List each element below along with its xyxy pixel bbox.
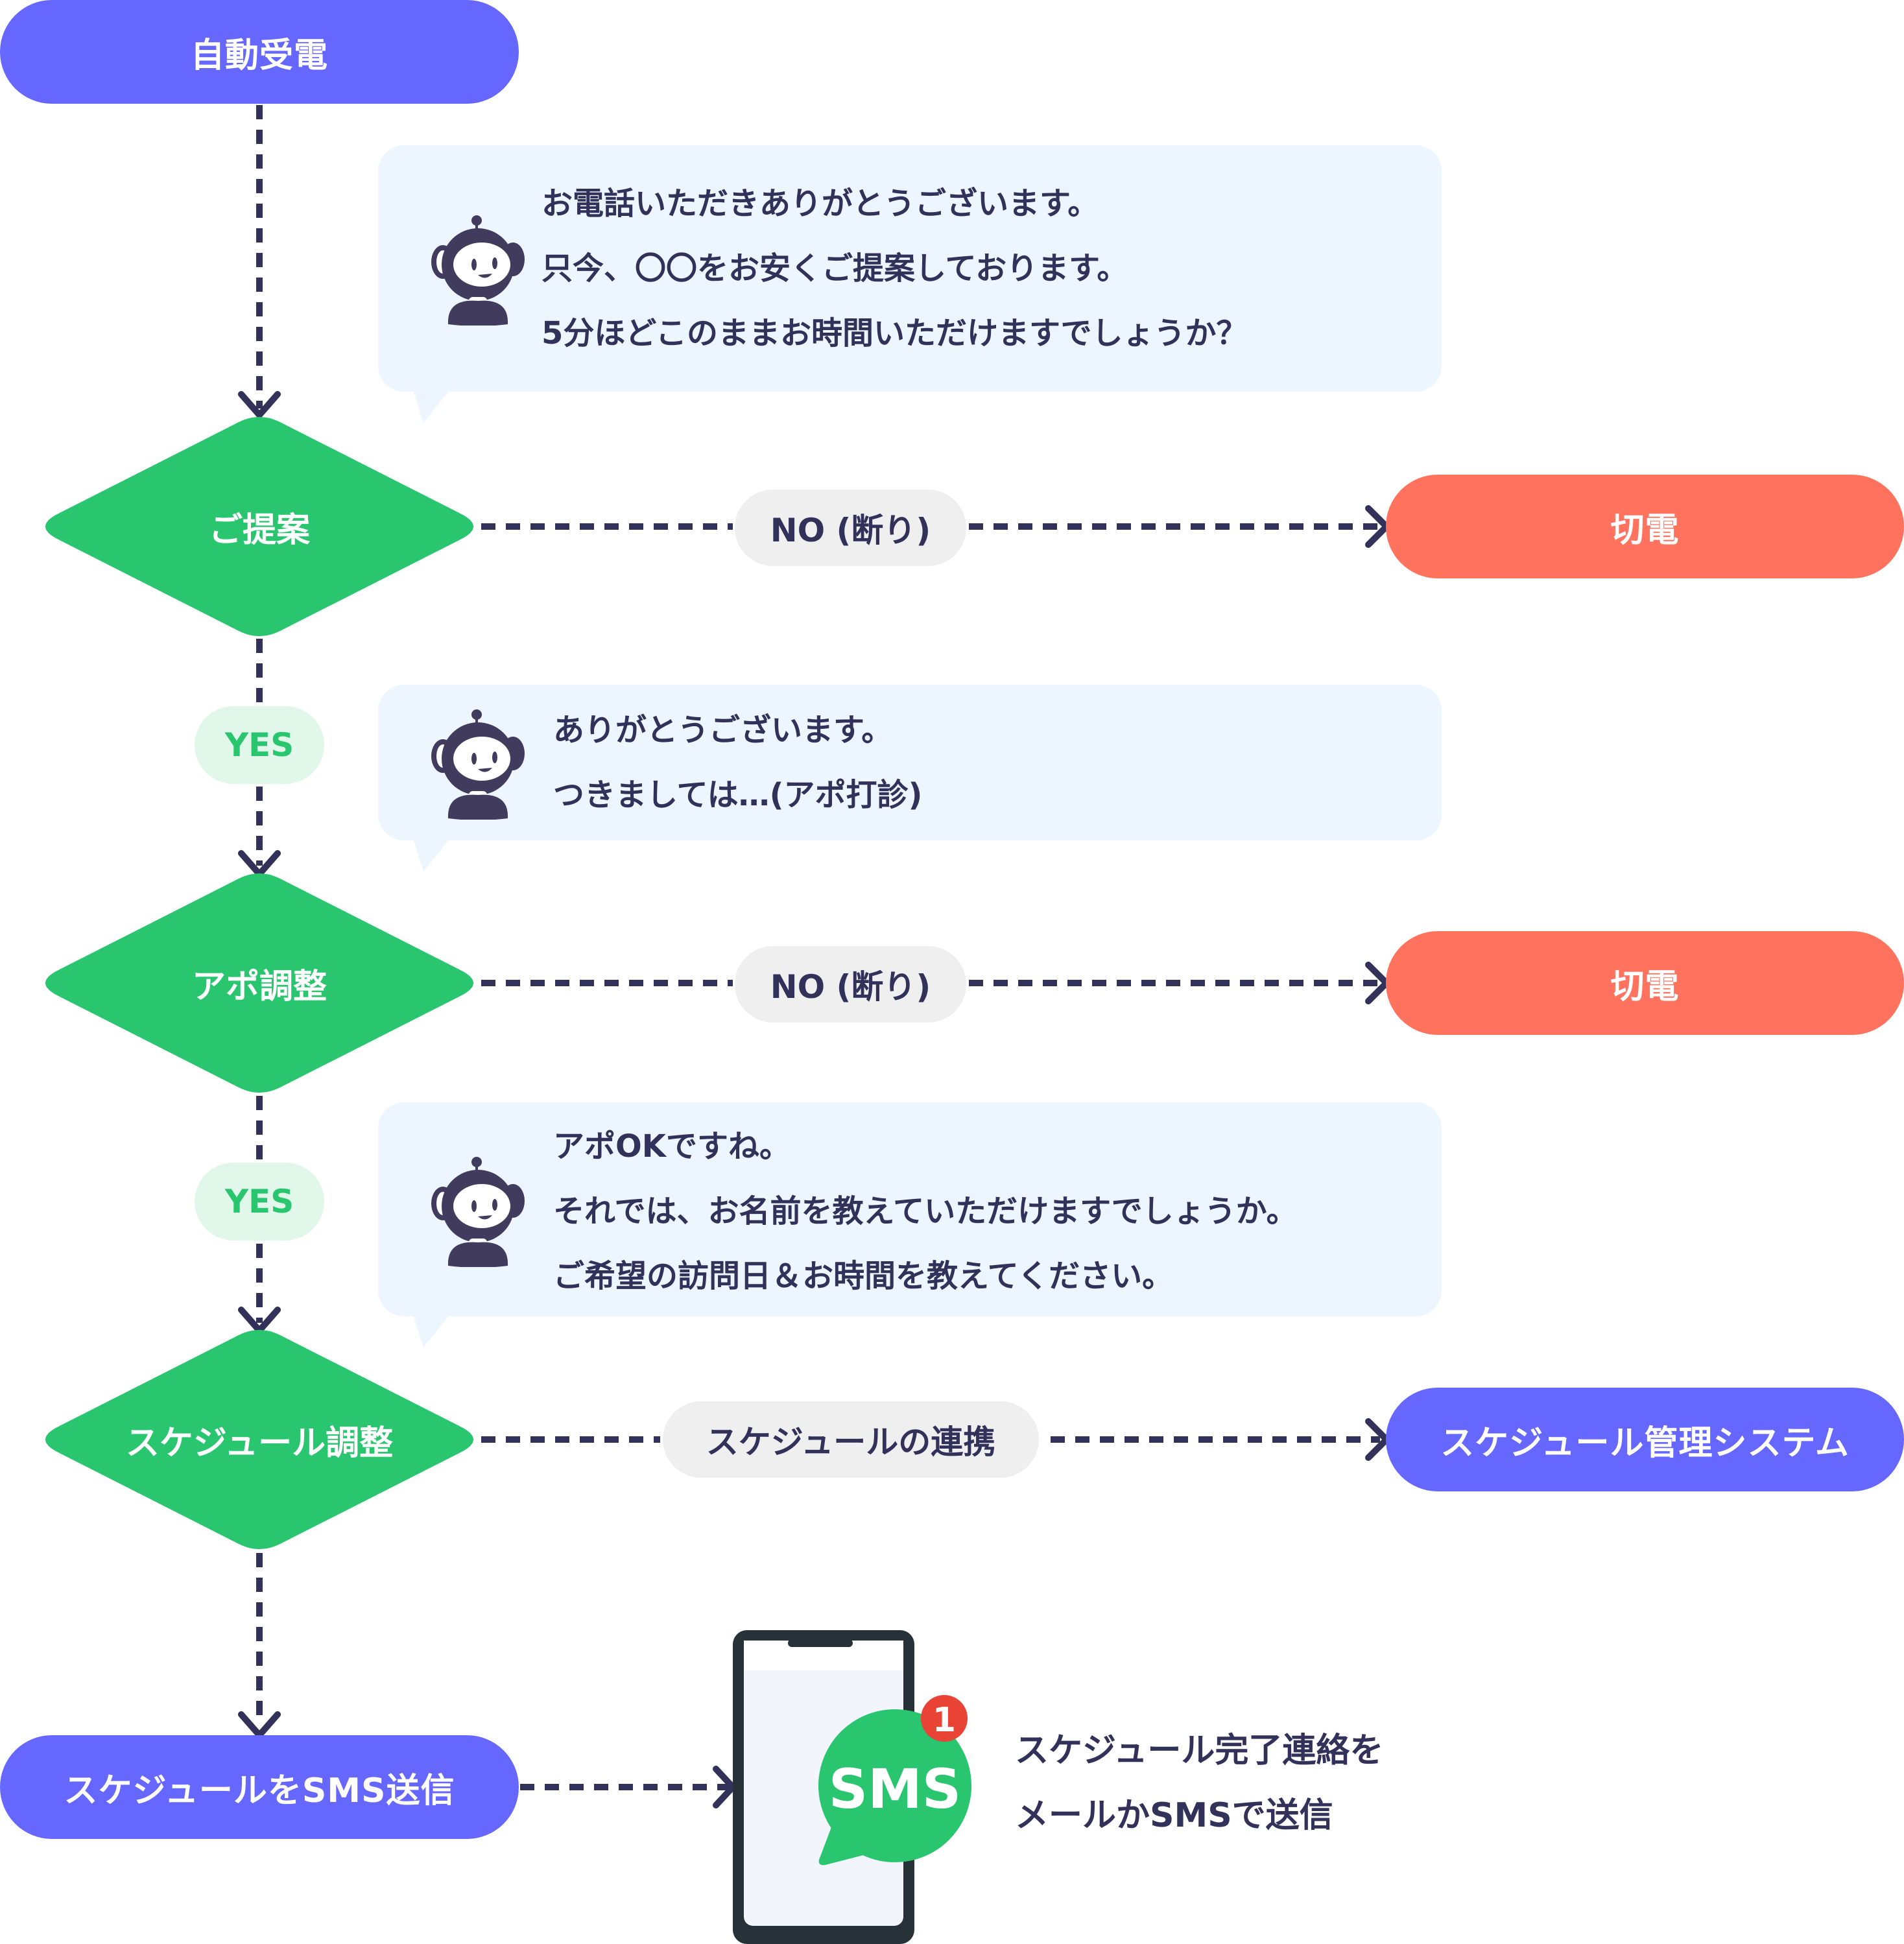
yes-label-1: YES (195, 706, 324, 784)
decision-shape (45, 873, 473, 1093)
phone-notch (788, 1639, 853, 1647)
speech-bubble-2: ありがとうございます。 つきましては…(アポ打診) (378, 685, 1442, 840)
robot-icon (431, 215, 525, 326)
arrowhead-down (238, 1711, 281, 1738)
end-node-hang-up-1: 切電 (1386, 475, 1904, 578)
decision-appointment: アポ調整 (39, 873, 480, 1093)
decision-schedule: スケジュール調整 (39, 1329, 480, 1550)
bubble-2-line-2: つきましては…(アポ打診) (553, 777, 923, 813)
decision-shape (45, 417, 473, 636)
branch-label-text: スケジュールの連携 (706, 1423, 996, 1461)
decision-label: ご提案 (208, 510, 310, 550)
speech-bubble-3: アポOKですね。 それでは、お名前を教えていただけますでしょうか。 ご希望の訪問… (378, 1102, 1442, 1316)
notification-badge: 1 (921, 1695, 968, 1742)
branch-label-schedule-link: スケジュールの連携 (663, 1401, 1039, 1478)
decision-shape (45, 1330, 473, 1549)
bubble-1-line-1: お電話いただきありがとうございます。 (541, 185, 1099, 222)
start-node-auto-answer: 自動受電 (0, 0, 519, 104)
phone-sms-illustration: SMS 1 (733, 1630, 971, 1944)
sms-icon-text: SMS (829, 1757, 962, 1821)
schedule-system-node: スケジュール管理システム (1386, 1388, 1904, 1491)
bubble-3-line-1: アポOKですね。 (553, 1128, 791, 1165)
sms-send-label: スケジュールをSMS送信 (64, 1771, 455, 1810)
end-node-label: 切電 (1610, 967, 1680, 1006)
badge-count: 1 (933, 1701, 956, 1740)
arrowhead-down (238, 391, 281, 418)
schedule-system-label: スケジュール管理システム (1440, 1423, 1850, 1463)
bubble-1-line-3: 5分ほどこのままお時間いただけますでしょうか？ (541, 315, 1248, 351)
yes-label-2: YES (195, 1163, 324, 1240)
decision-proposal: ご提案 (39, 416, 480, 637)
decision-label: スケジュール調整 (125, 1423, 394, 1463)
speech-bubble-1: お電話いただきありがとうございます。 只今、〇〇をお安くご提案しております。 5… (378, 145, 1442, 392)
bubble-3-line-3: ご希望の訪問日＆お時間を教えてください。 (553, 1258, 1174, 1294)
yes-text: YES (224, 1183, 294, 1220)
branch-label-no-2: NO (断り) (735, 946, 966, 1023)
branch-label-text: NO (断り) (770, 968, 931, 1006)
bubble-1-line-2: 只今、〇〇をお安くご提案しております。 (541, 250, 1128, 287)
bubble-3-line-2: それでは、お名前を教えていただけますでしょうか。 (553, 1193, 1298, 1229)
start-node-label: 自動受電 (190, 36, 328, 75)
final-description: スケジュール完了連絡を メールかSMSで送信 (1015, 1718, 1383, 1848)
sms-bubble-icon: SMS (818, 1709, 971, 1866)
robot-icon (431, 1157, 525, 1267)
branch-label-no-1: NO (断り) (735, 490, 966, 566)
decision-label: アポ調整 (191, 967, 327, 1006)
yes-text: YES (224, 726, 294, 764)
final-description-line-1: スケジュール完了連絡を (1015, 1731, 1384, 1770)
bubble-2-line-1: ありがとうございます。 (553, 712, 893, 748)
end-node-label: 切電 (1610, 510, 1680, 550)
final-description-line-2: メールかSMSで送信 (1015, 1796, 1333, 1835)
branch-label-text: NO (断り) (770, 512, 931, 549)
sms-send-node: スケジュールをSMS送信 (0, 1735, 519, 1839)
robot-icon (431, 709, 525, 820)
end-node-hang-up-2: 切電 (1386, 931, 1904, 1035)
